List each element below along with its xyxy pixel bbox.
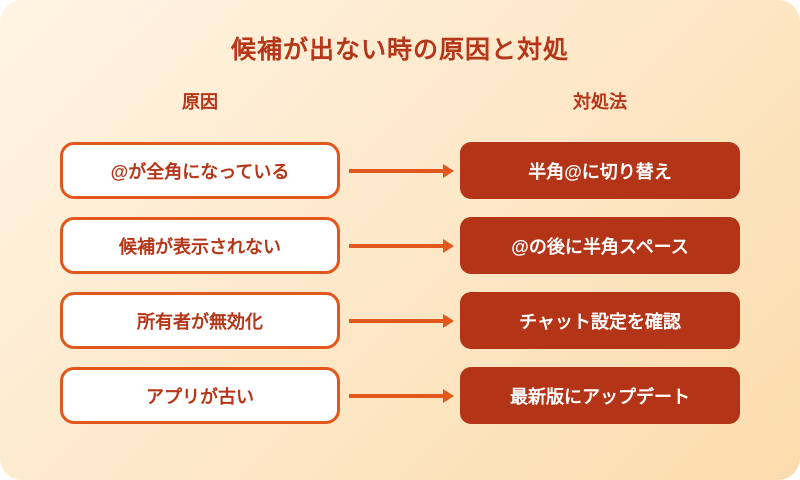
diagram-title: 候補が出ない時の原因と対処 [230, 36, 569, 64]
arrow-right-icon [340, 292, 460, 349]
solution-box-3: チャット設定を確認 [460, 292, 740, 349]
arrow-head [443, 313, 454, 328]
flow-row-4: アプリが古い 最新版にアップデート [60, 367, 740, 424]
solution-box-1: 半角@に切り替え [460, 142, 740, 199]
cause-box-1: @が全角になっている [60, 142, 340, 199]
column-headers: 原因 対処法 [60, 88, 740, 114]
cause-box-3: 所有者が無効化 [60, 292, 340, 349]
arrow-right-icon [340, 217, 460, 274]
arrow-head [443, 163, 454, 178]
header-spacer [340, 88, 460, 114]
cause-box-2: 候補が表示されない [60, 217, 340, 274]
arrow-right-icon [340, 142, 460, 199]
arrow-right-icon [340, 367, 460, 424]
cause-box-4: アプリが古い [60, 367, 340, 424]
arrow-line [349, 168, 443, 173]
solution-box-2: @の後に半角スペース [460, 217, 740, 274]
arrow-head [443, 388, 454, 403]
flow-row-1: @が全角になっている 半角@に切り替え [60, 142, 740, 199]
flow-row-2: 候補が表示されない @の後に半角スペース [60, 217, 740, 274]
arrow-head [443, 238, 454, 253]
arrow-line [349, 393, 443, 398]
solution-box-4: 最新版にアップデート [460, 367, 740, 424]
arrow-line [349, 318, 443, 323]
arrow-line [349, 243, 443, 248]
flow-row-3: 所有者が無効化 チャット設定を確認 [60, 292, 740, 349]
column-header-cause: 原因 [182, 92, 218, 112]
column-header-solution: 対処法 [573, 92, 627, 112]
flow-rows: @が全角になっている 半角@に切り替え 候補が表示されない @の後に半角スペース… [60, 142, 740, 424]
